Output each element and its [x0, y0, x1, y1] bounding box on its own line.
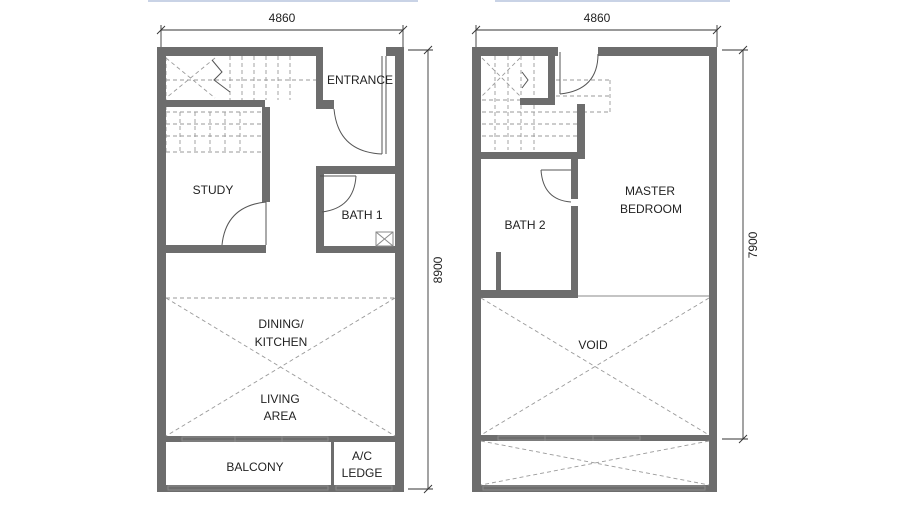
living-label: LIVING [260, 392, 299, 406]
upper-staircase [481, 56, 611, 150]
lower-walls [157, 47, 404, 492]
kitchen-label: KITCHEN [255, 335, 308, 349]
balcony-label: BALCONY [226, 460, 283, 474]
upper-floor-plan: 4860 7900 [471, 11, 760, 492]
bedroom-label: BEDROOM [620, 202, 682, 216]
lower-staircase [165, 56, 316, 153]
void-dashed-cross [480, 295, 710, 486]
lower-sliding-window [181, 436, 329, 442]
area-label: AREA [264, 409, 297, 423]
upper-height-label: 7900 [746, 231, 760, 258]
bath1-shaft [375, 231, 394, 247]
master-label: MASTER [625, 184, 675, 198]
ledge-label: LEDGE [342, 466, 383, 480]
upper-height-dimension: 7900 [722, 45, 760, 444]
upper-stair-door [559, 52, 599, 95]
lower-height-label: 8900 [431, 256, 445, 283]
study-door [221, 201, 267, 246]
upper-walls [472, 47, 717, 492]
lower-dashed-cross [165, 297, 396, 437]
upper-sliding-window [497, 435, 641, 441]
void-label: VOID [578, 338, 608, 352]
upper-railing [482, 485, 706, 491]
ac-label: A/C [352, 449, 372, 463]
top-edge-strip [148, 0, 418, 2]
lower-width-label: 4860 [269, 11, 296, 25]
bath2-label: BATH 2 [504, 218, 545, 232]
lower-height-dimension: 8900 [408, 45, 445, 494]
bath2-door [540, 169, 572, 203]
entrance-door [333, 56, 387, 155]
lower-floor-plan: 4860 8900 [156, 11, 445, 494]
lower-balcony-railing [167, 485, 393, 491]
dining-label: DINING/ [258, 317, 304, 331]
study-label: STUDY [193, 183, 234, 197]
top-edge-strip [495, 0, 730, 2]
entrance-label: ENTRANCE [327, 73, 393, 87]
bath1-label: BATH 1 [341, 208, 382, 222]
bath1-door [320, 175, 357, 213]
upper-width-label: 4860 [584, 11, 611, 25]
lower-width-dimension: 4860 [156, 11, 408, 47]
upper-width-dimension: 4860 [471, 11, 722, 47]
